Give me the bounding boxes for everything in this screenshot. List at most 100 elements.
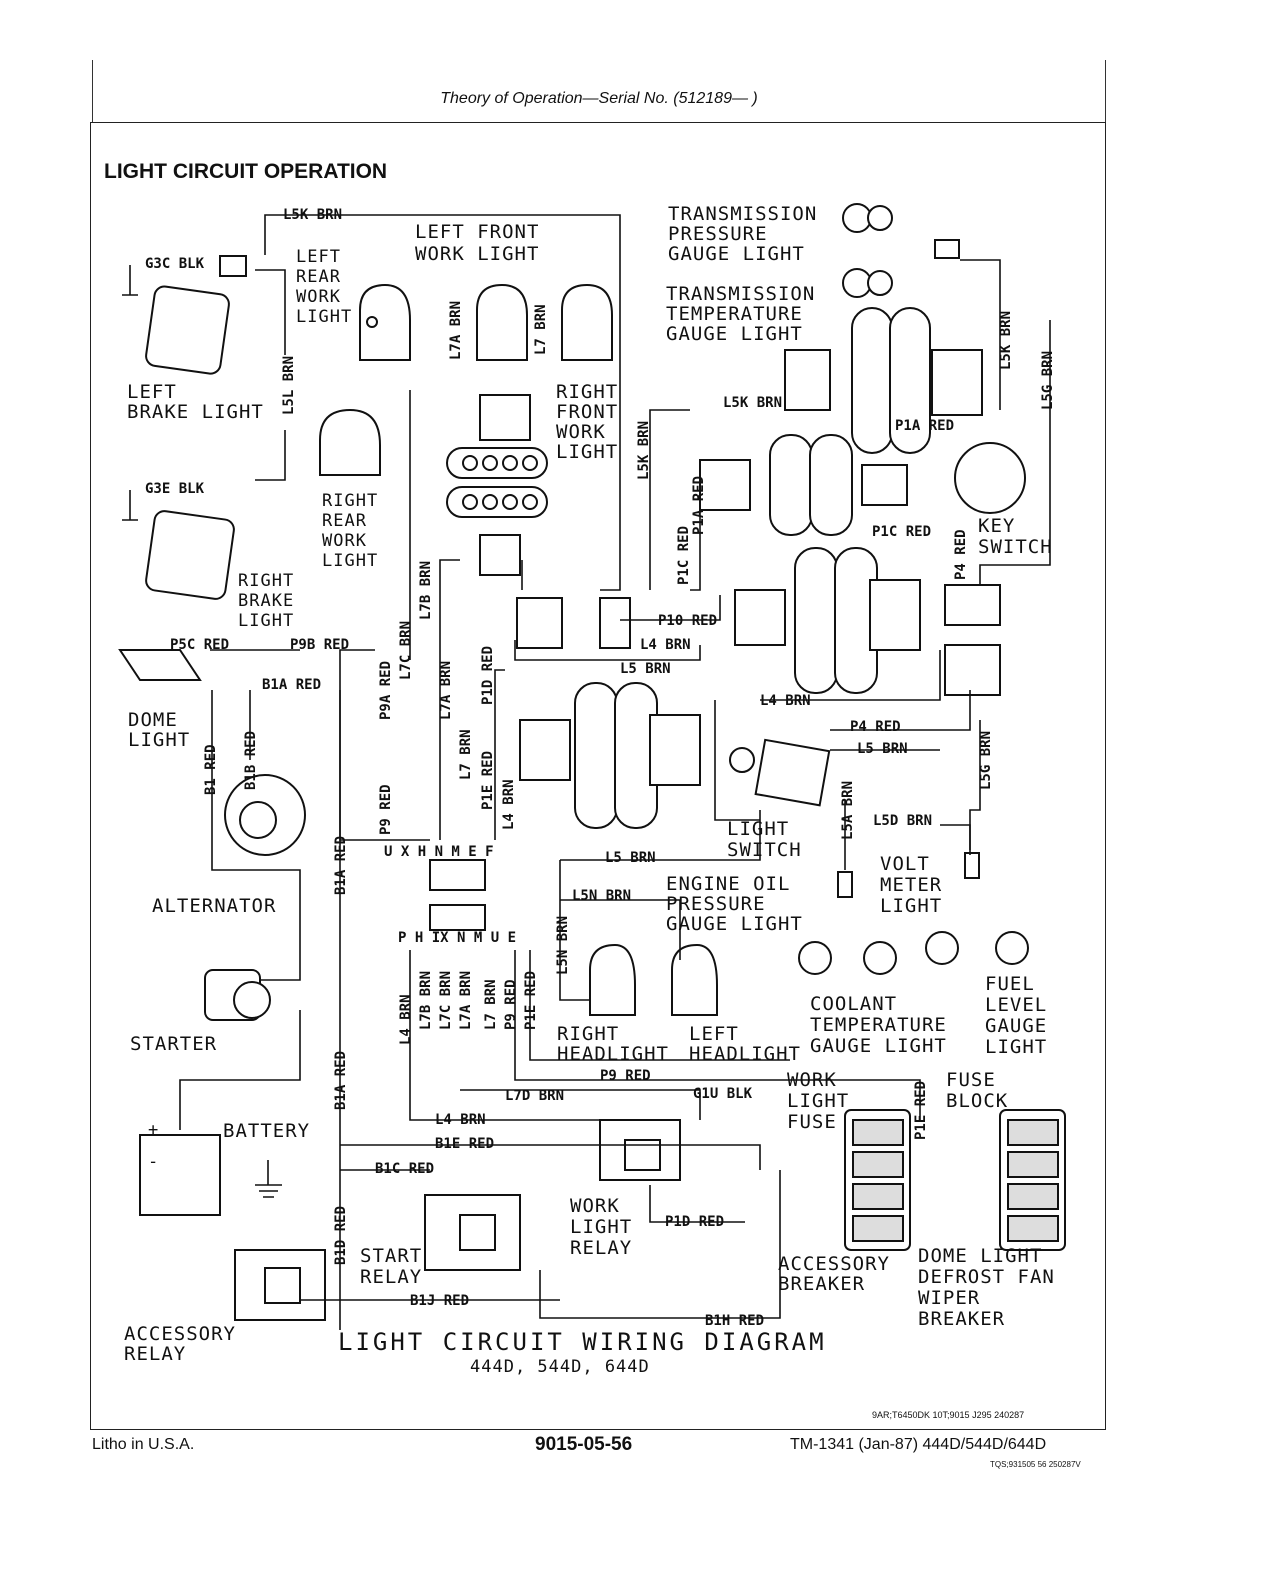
wire-labels: L5K BRN P5C RED P9B RED B1A RED L5K BRN … [170,207,1056,1329]
svg-text:B1C RED: B1C RED [375,1161,434,1177]
svg-text:B1A RED: B1A RED [333,1051,349,1110]
svg-text:L7B BRN: L7B BRN [418,971,434,1030]
svg-text:L4 BRN: L4 BRN [435,1112,486,1128]
svg-text:FUSE: FUSE [787,1111,837,1133]
svg-text:RIGHT: RIGHT [556,381,618,403]
svg-text:WORK: WORK [296,287,341,307]
battery: + - BATTERY [139,1120,309,1216]
diagram-title: LIGHT CIRCUIT WIRING DIAGRAM [338,1328,827,1356]
footer-left: Litho in U.S.A. [92,1436,195,1453]
svg-text:L5 BRN: L5 BRN [620,661,671,677]
svg-text:ACCESSORY: ACCESSORY [778,1253,890,1275]
frame-code: 9AR;T6450DK 10T;9015 J295 240287 [872,1410,1025,1420]
svg-text:TEMPERATURE: TEMPERATURE [666,303,803,325]
svg-text:WORK LIGHT: WORK LIGHT [415,243,539,265]
svg-text:SWITCH: SWITCH [727,839,802,861]
svg-text:P1E RED: P1E RED [523,971,539,1030]
alternator: ALTERNATOR [152,774,306,917]
svg-text:L5D BRN: L5D BRN [873,813,932,829]
svg-text:P1E RED: P1E RED [913,1081,929,1140]
connector-top-right [699,307,983,536]
right-rear-work-light: RIGHT REAR WORK LIGHT [319,408,381,571]
svg-text:BREAKER: BREAKER [778,1273,865,1295]
svg-text:L5 BRN: L5 BRN [605,850,656,866]
svg-text:L5N BRN: L5N BRN [555,916,571,975]
svg-text:P9 RED: P9 RED [503,979,519,1030]
svg-text:L5K BRN: L5K BRN [636,421,652,480]
svg-text:BLOCK: BLOCK [946,1090,1008,1112]
fuse-holder: WORK LIGHT FUSE ACCESSORY BREAKER [778,1069,911,1295]
svg-text:P1C RED: P1C RED [872,524,931,540]
svg-text:LIGHT: LIGHT [880,895,942,917]
svg-text:LIGHT: LIGHT [556,441,618,463]
svg-text:L5K BRN: L5K BRN [723,395,782,411]
svg-text:RIGHT: RIGHT [322,491,378,511]
svg-text:P9A RED: P9A RED [378,661,394,720]
svg-text:DOME: DOME [128,709,178,731]
footer-tiny: TQS;931505 56 250287V [990,1460,1081,1469]
svg-text:KEY: KEY [978,515,1015,537]
svg-text:L5N BRN: L5N BRN [572,888,631,904]
svg-text:L7C BRN: L7C BRN [438,971,454,1030]
svg-text:P1C RED: P1C RED [676,526,692,585]
wires [179,214,1051,1330]
transmission-gauges: TRANSMISSION PRESSURE GAUGE LIGHT TRANSM… [666,203,960,345]
harness-connector: U X H N M E F P H IX N M U E [384,844,516,946]
svg-text:L7B BRN: L7B BRN [418,561,434,620]
svg-text:FUEL: FUEL [985,973,1035,995]
svg-text:L4 BRN: L4 BRN [398,994,414,1045]
svg-text:GAUGE LIGHT: GAUGE LIGHT [668,243,805,265]
svg-text:STARTER: STARTER [130,1033,217,1055]
svg-text:PRESSURE: PRESSURE [666,893,766,915]
svg-text:L5G BRN: L5G BRN [978,731,994,790]
svg-text:LEVEL: LEVEL [985,994,1047,1016]
svg-text:START: START [360,1245,422,1267]
left-brake-light: G3C BLK LEFT BRAKE LIGHT [122,255,263,423]
svg-text:LIGHT: LIGHT [238,611,294,631]
start-relay: START RELAY [360,1194,521,1288]
svg-text:HEADLIGHT: HEADLIGHT [557,1043,669,1065]
svg-text:RELAY: RELAY [570,1237,632,1259]
svg-text:L7C BRN: L7C BRN [398,621,414,680]
svg-text:BRAKE: BRAKE [238,591,294,611]
svg-text:P9B RED: P9B RED [290,637,349,653]
svg-text:METER: METER [880,874,942,896]
svg-text:L7 BRN: L7 BRN [483,979,499,1030]
svg-text:-: - [148,1152,159,1172]
svg-text:TRANSMISSION: TRANSMISSION [668,203,817,225]
svg-text:B1D RED: B1D RED [333,1206,349,1265]
svg-text:BREAKER: BREAKER [918,1308,1005,1330]
svg-text:L5L BRN: L5L BRN [281,356,297,415]
diagram-models: 444D, 544D, 644D [470,1357,650,1377]
svg-text:L7 BRN: L7 BRN [458,729,474,780]
svg-text:TEMPERATURE: TEMPERATURE [810,1014,947,1036]
svg-text:B1H RED: B1H RED [705,1313,764,1329]
dome-light: DOME LIGHT [118,649,202,751]
svg-text:L4 BRN: L4 BRN [640,637,691,653]
svg-text:P9 RED: P9 RED [378,784,394,835]
page-header-text: Theory of Operation—Serial No. (512189— … [440,90,758,107]
svg-text:P1A RED: P1A RED [691,476,707,535]
light-switch: LIGHT SWITCH [727,738,831,861]
svg-text:LEFT: LEFT [296,247,341,267]
svg-text:TRANSMISSION: TRANSMISSION [666,283,815,305]
svg-text:GAUGE: GAUGE [985,1015,1047,1037]
svg-text:G3E BLK: G3E BLK [145,481,205,497]
svg-text:WORK: WORK [570,1195,620,1217]
svg-text:LIGHT: LIGHT [570,1216,632,1238]
svg-text:LIGHT: LIGHT [727,818,789,840]
diagram-frame [90,122,1106,1430]
svg-text:VOLT: VOLT [880,853,930,875]
svg-text:L7A BRN: L7A BRN [448,301,464,360]
svg-text:L4 BRN: L4 BRN [760,693,811,709]
connector-middle-left [516,597,701,829]
svg-text:P4 RED: P4 RED [953,529,969,580]
footer-right: TM-1341 (Jan-87) 444D/544D/644D [790,1436,1047,1453]
svg-text:P5C RED: P5C RED [170,637,229,653]
svg-text:REAR: REAR [296,267,341,287]
svg-text:L7 BRN: L7 BRN [533,304,549,355]
svg-text:L5A BRN: L5A BRN [840,781,856,840]
svg-text:LIGHT: LIGHT [128,729,190,751]
svg-text:P9 RED: P9 RED [600,1068,651,1084]
svg-text:RELAY: RELAY [360,1266,422,1288]
